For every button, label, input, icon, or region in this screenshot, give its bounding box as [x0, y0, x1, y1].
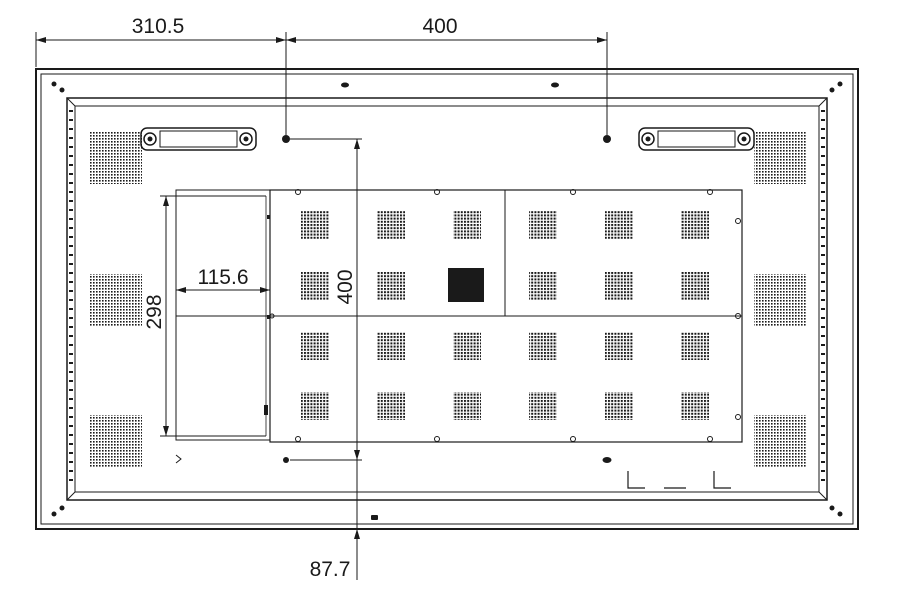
- speaker-grilles: [90, 132, 806, 467]
- dimension-board-height: 298: [143, 195, 176, 437]
- dimension-hole-offset-left: 310.5: [35, 15, 287, 135]
- dimension-bottom-offset: 87.7: [310, 460, 360, 581]
- dim-label-115-6: 115.6: [198, 266, 249, 289]
- vent-grid: [301, 211, 709, 420]
- dim-label-400-horizontal: 400: [422, 15, 457, 38]
- vented-board: [269, 189, 743, 443]
- dimension-board-width-left: 115.6: [176, 266, 270, 293]
- handle-right: [638, 127, 755, 151]
- dim-label-310-5: 310.5: [132, 15, 185, 38]
- dimension-hole-spacing-horizontal: 400: [286, 15, 608, 135]
- inner-panel: [66, 97, 828, 501]
- dim-label-87-7: 87.7: [310, 558, 351, 581]
- outer-housing: [35, 68, 859, 530]
- connector-brackets: [627, 471, 731, 489]
- side-edge-dashes: [69, 110, 825, 488]
- dim-label-400-vertical: 400: [334, 269, 357, 304]
- housing-screws: [51, 81, 843, 520]
- vesa-mounting-holes: [282, 135, 612, 463]
- left-module: [175, 189, 271, 464]
- board-screws: [269, 189, 741, 442]
- handle-left: [140, 127, 257, 151]
- dimension-hole-spacing-vertical: 400: [290, 138, 362, 461]
- dim-label-298: 298: [143, 294, 166, 329]
